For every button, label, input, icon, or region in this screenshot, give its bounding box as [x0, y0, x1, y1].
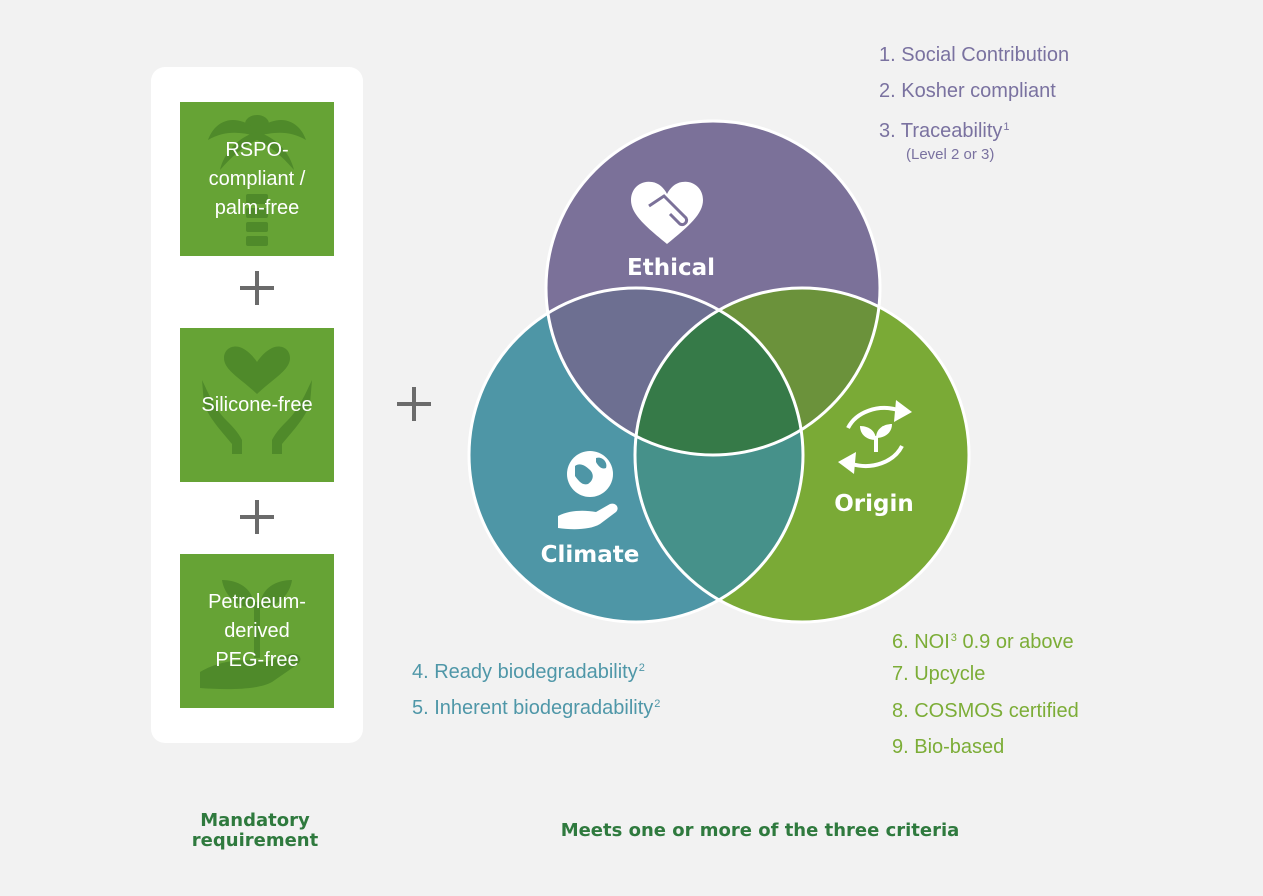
mandatory-footer: Mandatory requirement [191, 810, 319, 851]
origin-label: Origin [834, 491, 914, 517]
ethical-criterion-3: 3. Traceability1 [879, 120, 1010, 142]
globe-hand-icon [558, 451, 618, 530]
requirement-box-peg: Petroleum- derived PEG-free [180, 554, 334, 708]
climate-label: Climate [540, 542, 640, 568]
plus-sign [237, 497, 277, 537]
origin-criterion-8: 8. COSMOS certified [892, 700, 1079, 722]
origin-criterion-9: 9. Bio-based [892, 736, 1005, 758]
requirement-box-rspo: RSPO- compliant / palm-free [180, 102, 334, 256]
join-plus-sign [394, 384, 434, 424]
hand-sprout-icon [200, 580, 301, 690]
origin-criterion-7: 7. Upcycle [892, 663, 986, 685]
center-overlap [635, 288, 803, 455]
requirement-box-silicone: Silicone-free [180, 328, 334, 482]
ethical-label: Ethical [626, 255, 715, 281]
origin-criterion-6: 6. NOI3 0.9 or above [892, 631, 1074, 653]
ethical-criterion-note: (Level 2 or 3) [906, 146, 995, 163]
hands-heart-icon [202, 346, 312, 454]
palm-tree-icon [208, 115, 306, 246]
recycle-sprout-icon [846, 406, 904, 468]
requirement-label-silicone: Silicone-free [201, 393, 313, 416]
criteria-footer: Meets one or more of the three criteria [560, 820, 960, 841]
requirement-label-rspo: RSPO- compliant / palm-free [208, 138, 306, 219]
heart-handshake-icon [631, 181, 703, 244]
ethical-criterion-1: 1. Social Contribution [879, 44, 1070, 66]
plus-sign [237, 268, 277, 308]
climate-criterion-4: 4. Ready biodegradability2 [412, 661, 645, 683]
requirement-label-peg: Petroleum- derived PEG-free [208, 590, 306, 671]
ethical-criterion-2: 2. Kosher compliant [879, 80, 1056, 102]
climate-criterion-5: 5. Inherent biodegradability2 [412, 697, 661, 719]
